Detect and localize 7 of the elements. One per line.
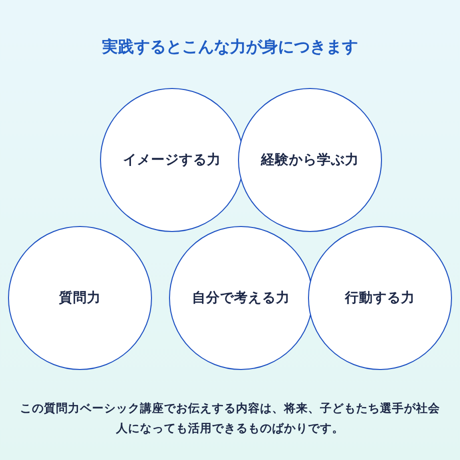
skill-label: 自分で考える力 bbox=[192, 289, 290, 307]
caption: この質問力ベーシック講座でお伝えする内容は、将来、子どもたち選手が社会人になっても活用できるものばかりです。 bbox=[20, 400, 440, 438]
skill-label: イメージする力 bbox=[123, 151, 221, 169]
title: 実践するとこんな力が身につきます bbox=[101, 37, 359, 58]
skill-label: 経験から学ぶ力 bbox=[261, 151, 359, 169]
skill-label: 質問力 bbox=[59, 289, 101, 307]
skill-label: 行動する力 bbox=[345, 289, 415, 307]
